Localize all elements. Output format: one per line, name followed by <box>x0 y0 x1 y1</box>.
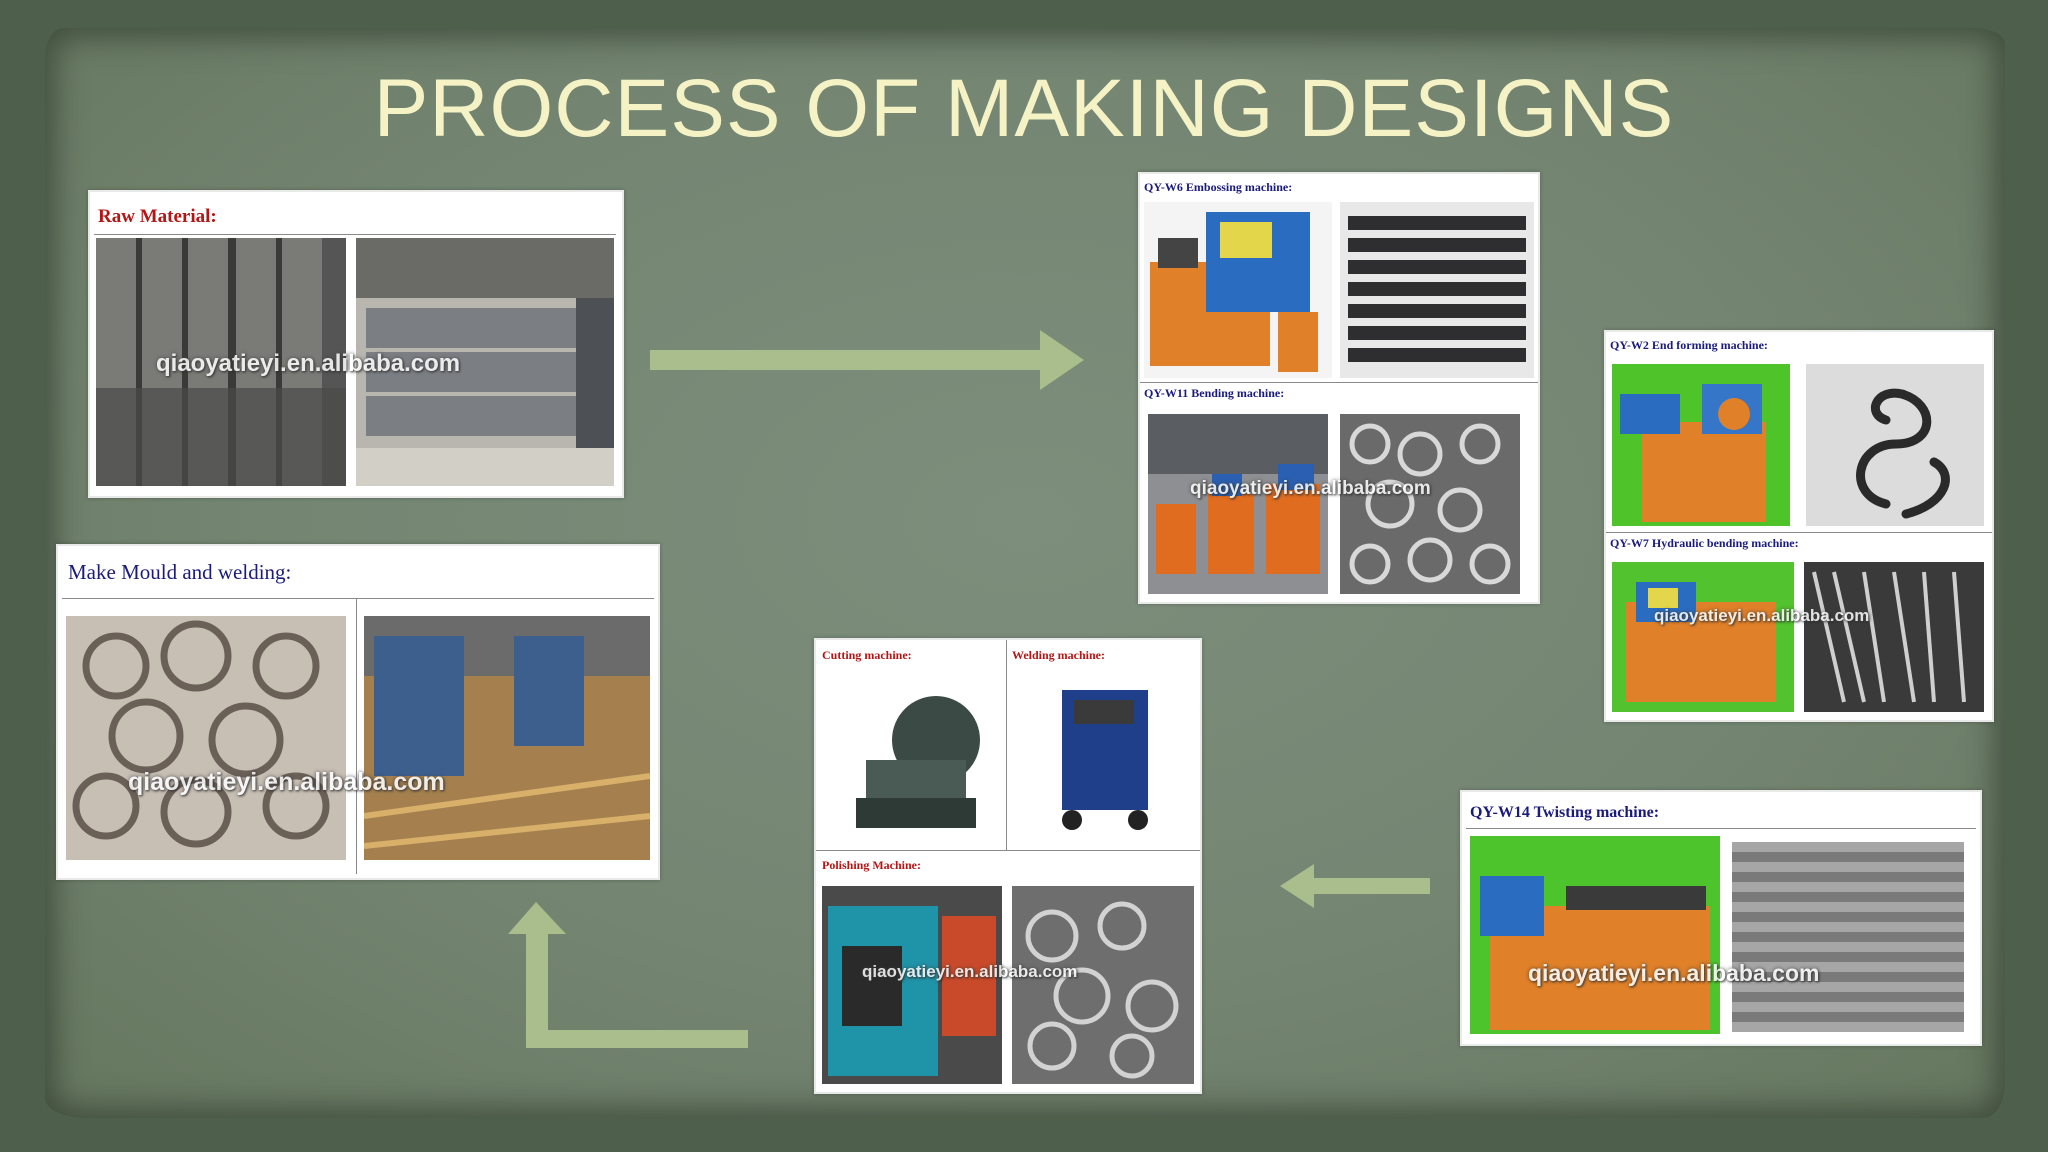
divider <box>1006 640 1007 850</box>
end-forming-title: QY-W2 End forming machine: <box>1610 338 1768 352</box>
workers-welding-photo <box>364 616 650 860</box>
divider <box>816 850 1200 851</box>
watermark-text: qiaoyatieyi.en.alibaba.com <box>862 962 1078 981</box>
divider <box>356 598 357 874</box>
cutting-welding-panel: Cutting machine: Welding machine: Polish… <box>814 638 1202 1094</box>
divider <box>1466 828 1976 829</box>
twisting-machine-photo <box>1470 836 1720 1034</box>
twisting-title: QY-W14 Twisting machine: <box>1470 804 1660 821</box>
hydraulic-bending-title: QY-W7 Hydraulic bending machine: <box>1610 536 1799 550</box>
arrow-right-icon <box>650 330 1084 390</box>
arrow-left-icon <box>1280 864 1430 908</box>
raw-material-title: Raw Material: <box>98 206 217 227</box>
mould-welding-panel: Make Mould and welding: qiaoyatieyi.en.a… <box>56 544 660 880</box>
end-forming-panel: QY-W2 End forming machine: QY-W7 Hydraul… <box>1604 330 1994 722</box>
divider <box>94 234 616 235</box>
polishing-title: Polishing Machine: <box>822 858 922 872</box>
embossing-title: QY-W6 Embossing machine: <box>1144 180 1293 194</box>
embossing-machine-photo <box>1144 202 1332 378</box>
embossed-bars-photo <box>1340 202 1534 378</box>
watermark-text: qiaoyatieyi.en.alibaba.com <box>1528 960 1820 986</box>
bending-title: QY-W11 Bending machine: <box>1144 386 1285 400</box>
polishing-machine-photo <box>822 886 1002 1084</box>
twisted-bars-photo <box>1732 842 1964 1032</box>
scroll-end-photo <box>1806 364 1984 526</box>
divider <box>62 598 654 599</box>
polished-scrolls-photo <box>1012 886 1194 1084</box>
slide-title: PROCESS OF MAKING DESIGNS <box>373 63 1675 154</box>
end-forming-machine-photo <box>1612 364 1790 526</box>
watermark-text: qiaoyatieyi.en.alibaba.com <box>156 350 461 377</box>
cutting-title: Cutting machine: <box>822 648 912 662</box>
bending-machines-photo <box>1148 414 1328 594</box>
scroll-pieces-photo <box>1340 414 1520 594</box>
divider <box>1140 382 1538 383</box>
twisting-panel: QY-W14 Twisting machine: qiaoyatieyi.en.… <box>1460 790 1982 1046</box>
welding-title: Welding machine: <box>1012 648 1106 662</box>
watermark-text: qiaoyatieyi.en.alibaba.com <box>1190 478 1431 499</box>
raw-material-panel: Raw Material: qiaoyatieyi.en.alibaba.com <box>88 190 624 498</box>
bent-bars-photo <box>1804 562 1984 712</box>
watermark-text: qiaoyatieyi.en.alibaba.com <box>1654 606 1870 625</box>
mould-welding-title: Make Mould and welding: <box>68 560 292 584</box>
square-tubes-photo <box>356 238 614 486</box>
mould-scrolls-photo <box>66 616 346 860</box>
arrow-up-icon <box>508 902 748 1048</box>
watermark-text: qiaoyatieyi.en.alibaba.com <box>128 768 445 796</box>
divider <box>1606 532 1992 533</box>
hydraulic-machine-photo <box>1612 562 1794 712</box>
embossing-bending-panel: QY-W6 Embossing machine: QY-W11 Bending … <box>1138 172 1540 604</box>
welding-machine-photo <box>1026 670 1186 840</box>
cutting-machine-photo <box>836 670 996 840</box>
steel-bars-photo <box>96 238 346 486</box>
